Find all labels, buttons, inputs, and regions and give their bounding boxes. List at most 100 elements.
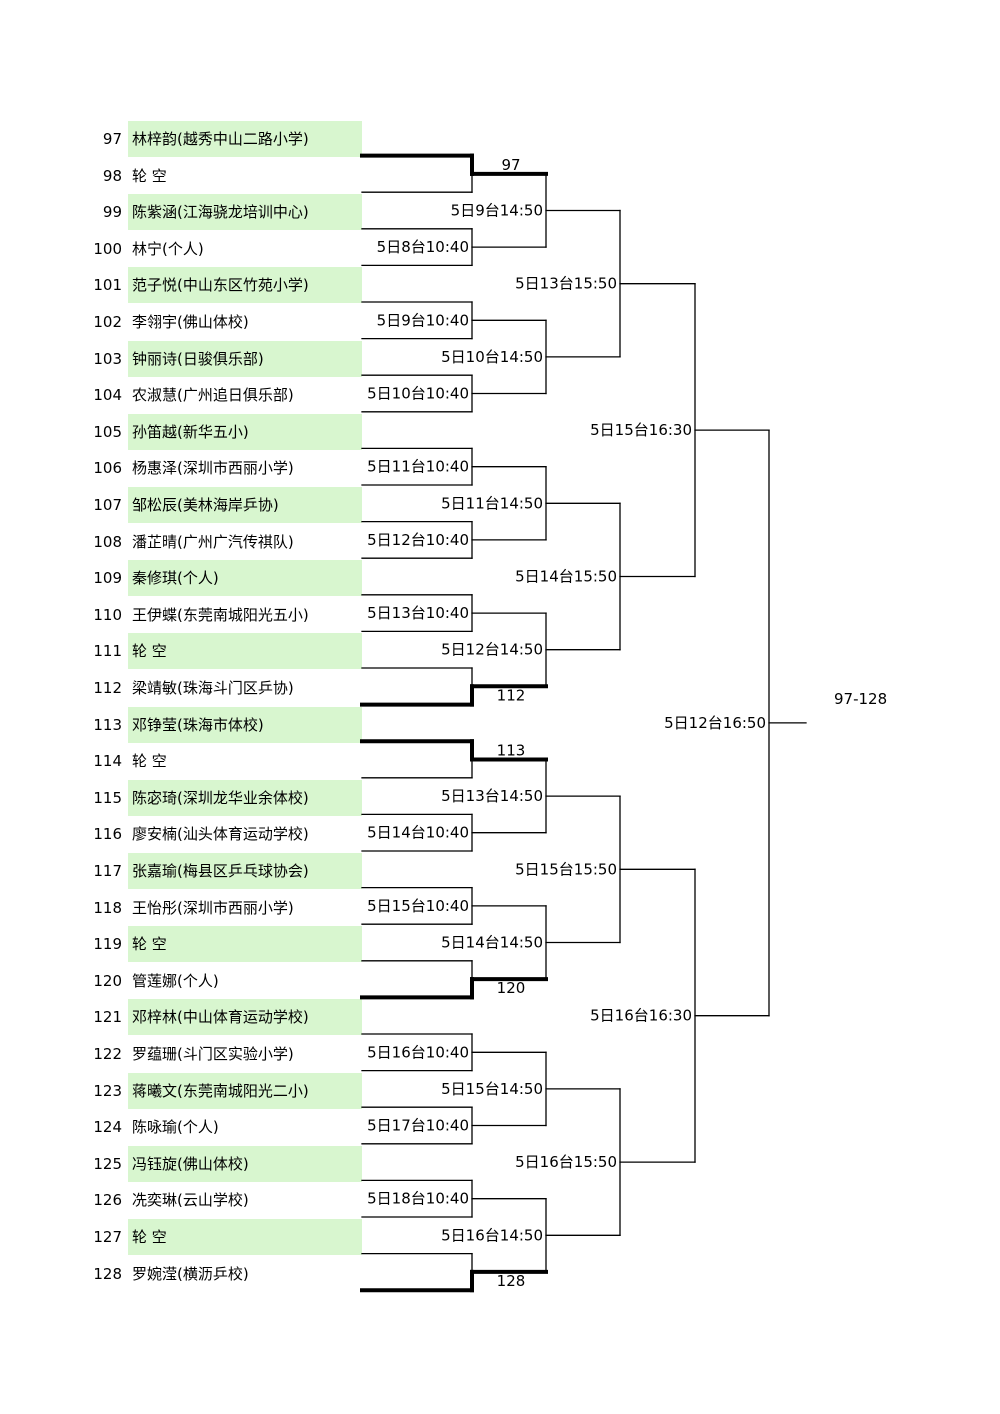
entry-name: 罗婉滢(横沥乒校)	[132, 1264, 249, 1283]
match-label: 5日13台15:50	[515, 275, 617, 293]
entry-name: 王怡彤(深圳市西丽小学)	[132, 898, 294, 917]
entry-name: 轮 空	[132, 166, 167, 185]
entry-number: 128	[93, 1264, 122, 1283]
match-label: 5日13台14:50	[441, 787, 543, 805]
entry-number: 110	[93, 605, 122, 624]
entry-number: 117	[93, 862, 122, 880]
entry-number: 97	[102, 130, 122, 148]
entry-number: 122	[93, 1045, 122, 1063]
entry-name: 杨惠泽(深圳市西丽小学)	[132, 459, 294, 478]
entry-name: 王伊蝶(东莞南城阳光五小)	[132, 605, 309, 624]
match-label: 5日9台14:50	[451, 202, 543, 220]
entry-row: 109 秦修琪(个人)	[0, 560, 362, 597]
entry-row: 128 罗婉滢(横沥乒校)	[0, 1256, 362, 1292]
entry-row: 124 陈咏瑜(个人)	[0, 1109, 362, 1145]
bye-label: 128	[497, 1272, 526, 1290]
match-label: 5日16台14:50	[441, 1226, 543, 1244]
entry-name: 廖安楠(汕头体育运动学校)	[132, 825, 309, 844]
entry-name: 林梓韵(越秀中山二路小学)	[128, 121, 362, 157]
entry-number: 112	[93, 679, 122, 697]
match-label: 5日12台14:50	[441, 641, 543, 659]
entry-name: 轮 空	[132, 752, 167, 771]
entry-name: 张嘉瑜(梅县区乒乓球协会)	[128, 853, 362, 889]
entry-row: 97 林梓韵(越秀中山二路小学)	[0, 121, 362, 157]
entry-number: 121	[93, 1008, 122, 1027]
match-label: 5日10台10:40	[367, 385, 469, 403]
entry-number: 120	[93, 971, 122, 990]
bye-label: 113	[497, 742, 526, 760]
bye-label: 112	[497, 686, 526, 704]
entry-name: 邓梓林(中山体育运动学校)	[128, 999, 362, 1036]
match-label: 5日14台10:40	[367, 824, 469, 842]
match-label: 5日9台10:40	[377, 311, 469, 329]
entry-number: 101	[93, 276, 122, 295]
entry-number: 107	[93, 496, 122, 514]
entry-name: 农淑慧(广州追日俱乐部)	[132, 386, 294, 405]
entry-row: 110 王伊蝶(东莞南城阳光五小)	[0, 597, 362, 633]
entry-row: 125 冯钰旋(佛山体校)	[0, 1145, 362, 1182]
entry-name: 轮 空	[128, 1219, 362, 1255]
match-label: 5日16台10:40	[367, 1043, 469, 1061]
entry-number: 118	[93, 898, 122, 917]
entry-number: 104	[93, 386, 122, 405]
entry-name: 邹松辰(美林海岸乒协)	[128, 487, 362, 523]
entry-name: 秦修琪(个人)	[128, 560, 362, 597]
match-label: 5日15台14:50	[441, 1080, 543, 1098]
match-label: 5日14台14:50	[441, 934, 543, 952]
match-label: 5日17台10:40	[367, 1117, 469, 1135]
entry-number: 105	[93, 422, 122, 441]
entry-number: 124	[93, 1118, 122, 1137]
match-label: 5日12台10:40	[367, 531, 469, 549]
entry-row: 123 蒋曦文(东莞南城阳光二小)	[0, 1072, 362, 1109]
section-label: 97-128	[834, 690, 888, 708]
entry-number: 123	[93, 1081, 122, 1100]
entry-name: 陈咏瑜(个人)	[132, 1118, 219, 1137]
entry-name: 潘芷晴(广州广汽传祺队)	[132, 532, 294, 551]
entry-number: 109	[93, 569, 122, 588]
entry-row: 107 邹松辰(美林海岸乒协)	[0, 487, 362, 523]
entry-number: 125	[93, 1154, 122, 1173]
bye-label: 97	[501, 156, 520, 174]
match-label: 5日13台10:40	[367, 604, 469, 622]
entry-name: 钟丽诗(日骏俱乐部)	[128, 340, 362, 377]
final-match-label: 5日12台16:50	[664, 714, 766, 732]
entry-row: 126 冼奕琳(云山学校)	[0, 1182, 362, 1218]
entry-name: 冯钰旋(佛山体校)	[128, 1145, 362, 1182]
entry-name: 陈紫涵(江海骁龙培训中心)	[128, 194, 362, 231]
match-label: 5日8台10:40	[377, 238, 469, 256]
entry-number: 99	[102, 203, 122, 222]
entry-name: 管莲娜(个人)	[132, 971, 219, 990]
match-label: 5日18台10:40	[367, 1190, 469, 1208]
match-label: 5日14台15:50	[515, 568, 617, 586]
entry-row: 99 陈紫涵(江海骁龙培训中心)	[0, 194, 362, 231]
entry-name: 罗蕴珊(斗门区实验小学)	[132, 1045, 294, 1063]
entry-name: 林宁(个人)	[132, 239, 204, 258]
entry-number: 113	[93, 715, 122, 734]
entry-name: 轮 空	[128, 633, 362, 670]
match-label: 5日10台14:50	[441, 348, 543, 366]
entry-number: 103	[93, 349, 122, 368]
match-label: 5日15台10:40	[367, 897, 469, 915]
entry-row: 103 钟丽诗(日骏俱乐部)	[0, 340, 362, 377]
match-label: 5日11台14:50	[441, 494, 543, 512]
match-label: 5日16台15:50	[515, 1153, 617, 1171]
entry-number: 126	[93, 1191, 122, 1210]
entry-name: 冼奕琳(云山学校)	[132, 1191, 249, 1210]
entry-name: 蒋曦文(东莞南城阳光二小)	[128, 1072, 362, 1109]
entry-name: 轮 空	[128, 926, 362, 963]
match-label: 5日15台16:30	[590, 421, 692, 439]
